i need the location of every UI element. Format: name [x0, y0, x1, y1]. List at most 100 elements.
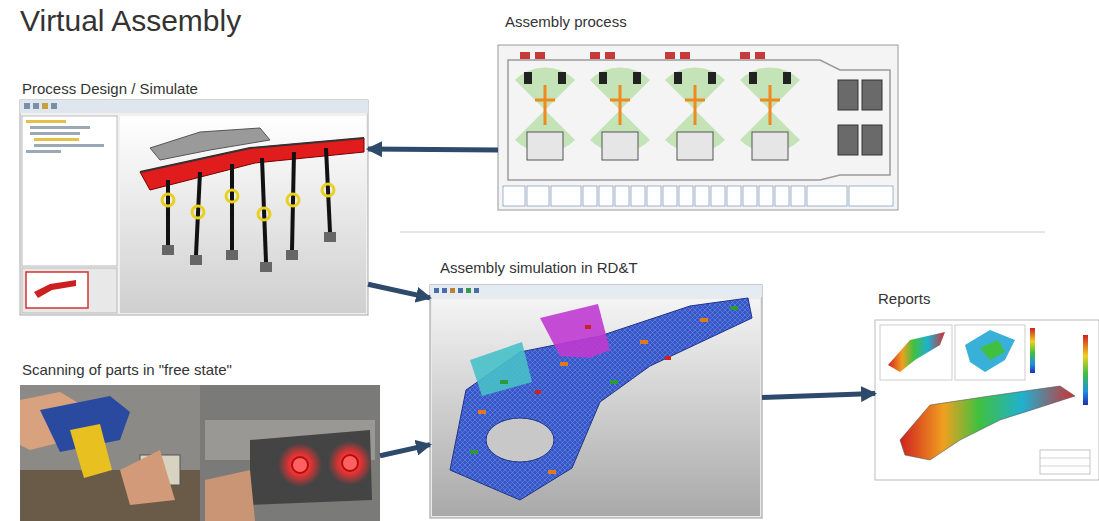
assembly-process-layout-part	[503, 186, 893, 206]
assembly-process-layout-part-part	[760, 85, 780, 125]
assembly-process-layout-part-part	[755, 52, 765, 59]
assembly-process-layout-part-part	[791, 186, 805, 206]
process-design-screenshot-part	[20, 100, 368, 113]
assembly-process-layout-part-part	[599, 72, 607, 84]
process-design-screenshot-part-part	[287, 194, 299, 206]
scanning-photo-part	[20, 385, 200, 521]
flow-arrow	[368, 147, 498, 153]
process-design-screenshot-part-part	[230, 164, 234, 250]
assembly-process-layout-part-part	[838, 80, 858, 110]
rdt-screenshot-part-part	[470, 450, 478, 454]
assembly-process-layout-part-part	[631, 186, 645, 206]
scanning-photo-part	[70, 424, 112, 478]
assembly-process-layout-part-part	[615, 186, 629, 206]
process-design-screenshot-part-part	[196, 172, 200, 255]
assembly-process-layout-part	[838, 80, 882, 155]
flow-arrow	[368, 284, 430, 298]
assembly-process-layout-part-part	[677, 132, 713, 160]
assembly-process-layout-part	[535, 85, 780, 125]
rdt-screenshot-part	[434, 288, 439, 293]
assembly-process-layout-part-part	[849, 186, 893, 206]
process-design-screenshot-part	[30, 126, 90, 129]
reports-page-part	[980, 340, 1005, 360]
rdt-screenshot-part	[470, 342, 532, 396]
assembly-process-layout-part-part	[647, 186, 661, 206]
scanning-photo-part	[200, 385, 380, 521]
reports-page-part	[1040, 450, 1090, 474]
reports-page-part	[875, 320, 1099, 480]
panel: Reports	[875, 288, 1099, 480]
assembly-process-layout-part-part	[680, 52, 690, 59]
assembly-process-layout-part-part	[862, 80, 882, 110]
assembly-process-layout-part-part	[685, 85, 705, 125]
rdt-screenshot-part-part	[478, 410, 486, 414]
process-design-screenshot-part	[140, 138, 364, 172]
assembly-process-layout-part-part	[674, 72, 682, 84]
process-design-screenshot-part	[24, 103, 30, 109]
process-design-screenshot-part-part	[262, 158, 266, 262]
rdt-screenshot-part-part	[610, 380, 618, 384]
assembly-process-layout-part-part	[605, 52, 615, 59]
panel: Scanning of parts in "free state"	[20, 358, 380, 521]
assembly-process-layout-part	[508, 60, 890, 180]
assembly-process-layout-part-part	[708, 72, 716, 84]
assembly-process-layout-part-part	[633, 72, 641, 84]
reports-page-part	[1040, 458, 1090, 466]
panel-heading: Process Design / Simulate	[22, 80, 198, 98]
rdt-screenshot-part-part	[700, 318, 708, 322]
assembly-process-layout-part-part	[752, 132, 788, 160]
process-design-screenshot-part	[26, 272, 88, 308]
assembly-process-layout-part-part	[711, 186, 725, 206]
reports-page-part	[900, 386, 1075, 460]
flow-arrow	[762, 394, 875, 398]
process-design-screenshot-part	[33, 103, 39, 109]
rdt-screenshot-part	[442, 288, 447, 293]
process-design-screenshot-part	[26, 150, 61, 153]
rdt-screenshot-part-part	[585, 325, 591, 329]
process-design-screenshot-part	[22, 268, 117, 313]
process-design-screenshot-part-part	[190, 255, 202, 265]
rdt-screenshot-part-part	[665, 356, 671, 360]
rdt-screenshot-part	[474, 288, 479, 293]
reports-page	[875, 320, 1099, 480]
assembly-process-layout-part	[524, 72, 791, 84]
divider-line	[400, 232, 1045, 233]
rdt-screenshot-part	[470, 306, 738, 454]
assembly-process-layout-part-part	[740, 52, 750, 59]
scanning-photo-part	[328, 441, 372, 485]
process-design-screenshot-part-part	[326, 148, 330, 232]
assembly-process-layout-part-part	[783, 72, 791, 84]
reports-page-part	[955, 325, 1025, 380]
process-design-screenshot-part-part	[166, 180, 170, 245]
process-design-screenshot-part	[34, 144, 104, 147]
assembly-process-layout-part-part	[743, 186, 757, 206]
rdt-screenshot-part	[478, 318, 708, 474]
scanning-photo-part	[342, 455, 358, 471]
rdt-screenshot-part-part	[730, 306, 738, 310]
assembly-process-layout-part	[527, 132, 788, 160]
process-design-screenshot-part-part	[162, 194, 174, 206]
rdt-screenshot-part	[432, 299, 760, 516]
rdt-screenshot-part	[458, 288, 463, 293]
assembly-process-layout-part-part	[503, 186, 525, 206]
process-design-screenshot-part	[168, 148, 330, 262]
panel-heading: Assembly process	[505, 13, 627, 31]
assembly-process-layout-part-part	[602, 132, 638, 160]
scanning-photo-part	[292, 457, 308, 473]
scanning-photo-part	[120, 450, 175, 505]
reports-page-part	[1030, 328, 1035, 373]
process-design-screenshot-part	[30, 132, 80, 135]
assembly-process-layout-part-part	[535, 85, 555, 125]
panel-heading: Assembly simulation in RD&T	[440, 259, 638, 277]
reports-page-part	[1083, 335, 1088, 405]
rdt-screenshot	[430, 285, 762, 518]
rdt-screenshot-part-part	[535, 390, 541, 394]
reports-page-part	[888, 332, 945, 372]
process-design-screenshot-part-part	[226, 190, 238, 202]
process-design-screenshot-part	[162, 184, 334, 220]
rdt-screenshot-part	[450, 298, 752, 500]
rdt-screenshot-part-part	[500, 380, 508, 384]
assembly-process-layout-part-part	[727, 186, 741, 206]
assembly-process-layout-part-part	[749, 72, 757, 84]
assembly-process-layout-part-part	[524, 72, 532, 84]
